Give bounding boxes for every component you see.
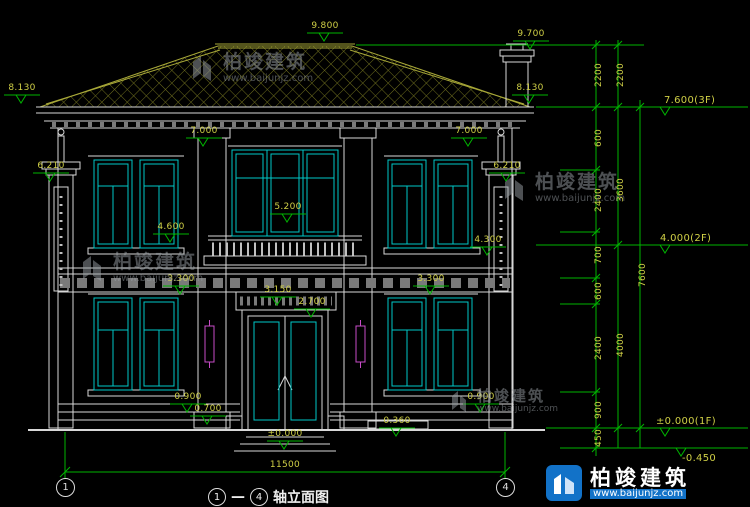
dimension-lines [3, 32, 748, 478]
level-minus: -0.450 [682, 453, 717, 464]
watermark-url: www.baijunjz.com [535, 192, 626, 204]
dim-chain-inner-5: 2400 [594, 335, 604, 361]
wall-lamps [204, 320, 366, 368]
dim-total-width: 11500 [269, 460, 301, 470]
dim-sill1-right: 0.900 [467, 392, 495, 402]
level-3f: 7.600(3F) [664, 95, 716, 106]
watermark-logo-icon [193, 56, 211, 81]
dim-chain-inner-1: 600 [594, 128, 604, 148]
title-axis-end: 4 [250, 488, 268, 506]
watermark-bottom: 柏竣建筑 www.baijunjz.com [448, 388, 558, 414]
level-1f: ±0.000(1F) [656, 416, 716, 427]
dim-chain-inner-3: 700 [594, 245, 604, 265]
dim-ground: ±0.000 [267, 429, 303, 439]
dim-chain-inner-4: 600 [594, 281, 604, 301]
watermark-url: www.baijunjz.com [223, 72, 314, 84]
watermark-left: 柏竣建筑 www.baijunjz.com [78, 252, 203, 284]
dim-chain-inner-7: 450 [594, 428, 604, 448]
dim-sill2-right: 4.300 [474, 235, 502, 245]
dim-stoop-wall: 0.700 [194, 404, 222, 414]
title-separator: — [231, 489, 245, 505]
watermark-brand: 柏竣建筑 [113, 251, 198, 274]
watermark-logo-icon [83, 256, 101, 281]
watermark-url: www.baijunjz.com [477, 403, 559, 414]
ornament-bands [52, 122, 518, 306]
watermark-brand: 柏竣建筑 [535, 171, 620, 194]
dim-pilaster-right: 6.210 [493, 161, 521, 171]
axis-bubble-1: 1 [56, 478, 75, 497]
dim-chain-middle-2: 4000 [616, 332, 626, 358]
dim-platform: 0.360 [383, 416, 411, 426]
drawing-title: 1 — 4 轴立面图 [200, 487, 337, 507]
axis-bubble-4: 4 [496, 478, 515, 497]
watermark-brand: 柏竣建筑 [477, 387, 546, 405]
dim-sill2-left: 4.600 [157, 222, 185, 232]
dim-sill1-left: 0.900 [174, 392, 202, 402]
watermark-url: www.baijunjz.com [113, 272, 204, 284]
dim-chain-inner-0: 2200 [594, 62, 604, 88]
facade-structure [28, 43, 545, 452]
watermark-right: 柏竣建筑 www.baijunjz.com [500, 172, 625, 204]
watermark-brand: 柏竣建筑 [223, 51, 308, 74]
dim-lintel2-left: 7.000 [190, 126, 218, 136]
dim-eave-right: 8.130 [516, 83, 544, 93]
dim-pilaster-left: 6.210 [37, 161, 65, 171]
dim-chimney-top: 9.700 [517, 29, 545, 39]
watermark-logo-icon [505, 176, 523, 201]
dim-door-head: 2.700 [298, 297, 326, 307]
dim-balcony-top: 5.200 [274, 202, 302, 212]
brand-logo-text: 柏竣建筑 [590, 465, 690, 490]
dim-eave-left: 8.130 [8, 83, 36, 93]
brand-logo-icon [546, 465, 582, 501]
watermark-logo-icon [452, 391, 466, 413]
dim-chain-inner-6: 900 [594, 400, 604, 420]
dim-canopy: 3.150 [264, 285, 292, 295]
title-axis-start: 1 [208, 488, 226, 506]
dim-roof-peak: 9.800 [311, 21, 339, 31]
dim-chain-middle-0: 2200 [616, 62, 626, 88]
dim-lintel2-right: 7.000 [455, 126, 483, 136]
windows [93, 149, 473, 421]
brand-logo-url: www.baijunjz.com [590, 488, 687, 500]
dim-chain-outer-0: 7600 [638, 262, 648, 288]
watermark-top: 柏竣建筑 www.baijunjz.com [188, 52, 313, 84]
dim-band-right: 3.300 [417, 274, 445, 284]
level-2f: 4.000(2F) [660, 233, 712, 244]
title-text: 轴立面图 [273, 490, 329, 506]
brand-logo: 柏竣建筑 www.baijunjz.com [541, 462, 695, 504]
dim-band-left: 3.300 [167, 274, 195, 284]
